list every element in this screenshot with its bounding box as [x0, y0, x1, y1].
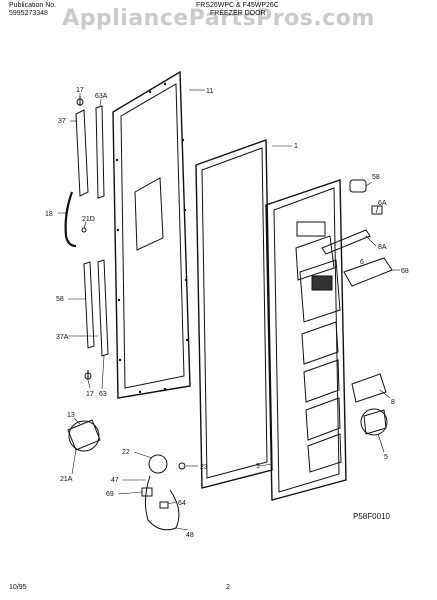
bracket-part-6a	[371, 205, 383, 215]
dispenser-part-68	[343, 257, 393, 287]
door-gasket-part-1	[195, 139, 273, 489]
connector-part-64	[159, 501, 169, 509]
footer-date: 10/95	[9, 584, 27, 591]
callout-13: 13	[67, 412, 75, 419]
cap-part-5	[363, 409, 387, 435]
screw-part-17b	[84, 370, 92, 380]
callout-8: 8	[391, 399, 395, 406]
callout-47: 47	[111, 477, 119, 484]
door-liner-part-11	[112, 70, 191, 399]
section-title: FREEZER DOOR	[210, 10, 266, 17]
diagram-code: P58F0010	[353, 512, 390, 521]
callout-9: 9	[256, 463, 260, 470]
callout-22: 22	[122, 449, 130, 456]
callout-63a: 63A	[95, 93, 108, 100]
callout-68: 68	[401, 268, 409, 275]
bracket-part-8	[351, 373, 387, 403]
switch-part-22	[148, 454, 168, 474]
callout-18: 18	[45, 211, 53, 218]
wire-harness-part-48	[144, 475, 180, 531]
callout-21d: 21D	[82, 216, 95, 223]
callout-48: 48	[186, 532, 194, 539]
outer-door-panel-part-9	[265, 179, 347, 501]
callout-6: 6	[360, 259, 364, 266]
bar-part-8a	[321, 229, 371, 255]
callout-1: 1	[294, 143, 298, 150]
clip-part-21d	[81, 227, 87, 233]
strip-part-37a	[97, 259, 109, 357]
screw-part-17	[76, 96, 84, 106]
callout-23: 23	[200, 464, 208, 471]
callout-37: 37	[58, 118, 66, 125]
publication-number: 5995273348	[9, 10, 48, 17]
callout-58-left: 58	[56, 296, 64, 303]
hinge-block-part-13	[67, 419, 101, 451]
callout-6a: 6A	[378, 200, 387, 207]
callout-69: 69	[106, 491, 114, 498]
footer-page-number: 2	[226, 584, 230, 591]
callout-63: 63	[99, 391, 107, 398]
handle-trim-part-37	[75, 109, 89, 197]
fastener-part-23	[178, 462, 186, 470]
callout-11: 11	[206, 88, 213, 95]
hinge-cap-part-58	[349, 179, 367, 193]
callout-8a: 8A	[378, 244, 387, 251]
callout-21a: 21A	[60, 476, 73, 483]
strip-part-58	[83, 261, 95, 349]
callout-17: 17	[76, 87, 84, 94]
callout-64: 64	[178, 500, 186, 507]
callout-5: 5	[384, 454, 388, 461]
callout-58-top: 58	[372, 174, 380, 181]
callout-37a: 37A	[56, 334, 69, 341]
publication-label: Publication No.	[9, 2, 57, 9]
watermark-text: AppliancePartsPros.com	[62, 6, 375, 31]
model-numbers: FRS26WPC & F45WP26C	[196, 2, 279, 9]
callout-17-bottom: 17	[86, 391, 94, 398]
door-handle-part-18	[64, 191, 77, 248]
trim-strip-part-63a	[95, 105, 105, 199]
